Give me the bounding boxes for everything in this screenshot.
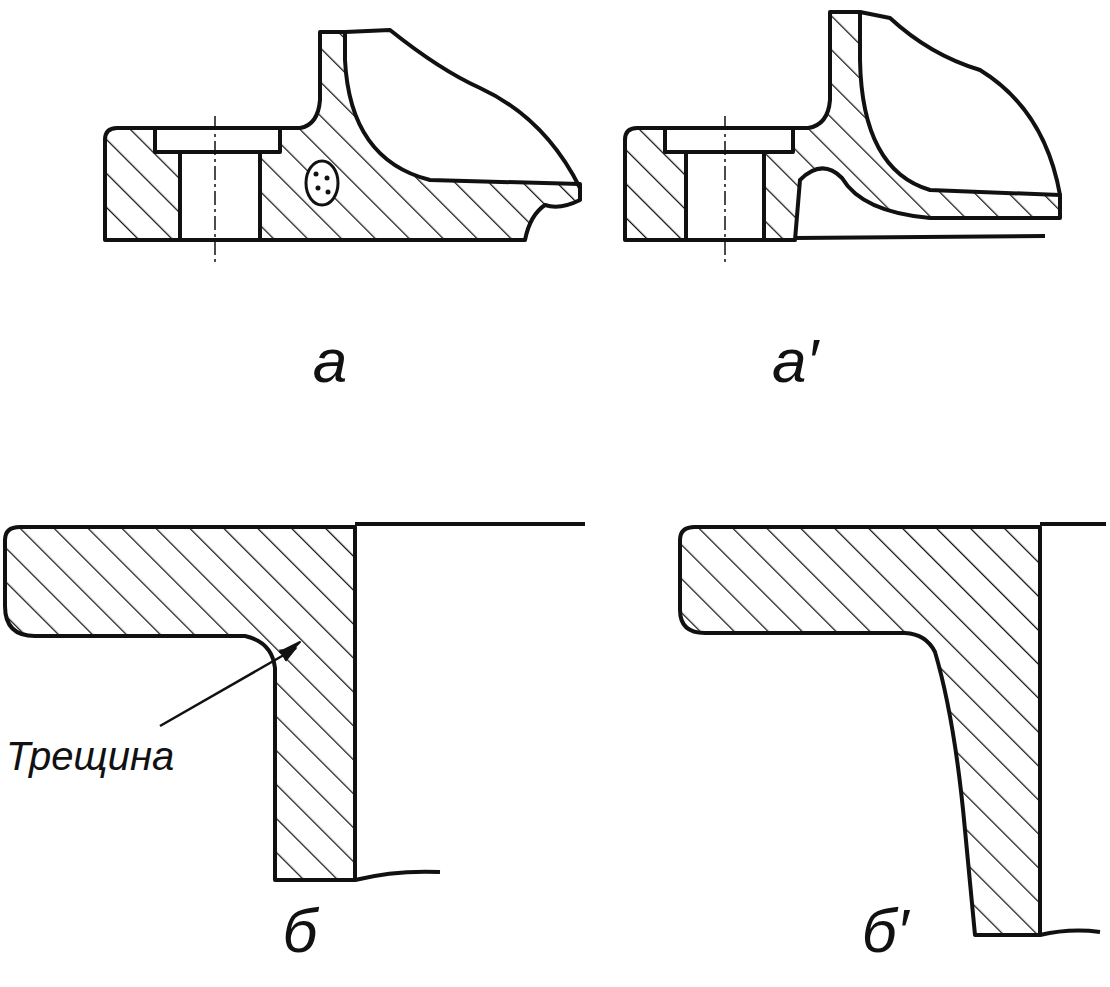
figure-letter: б′ (862, 900, 909, 962)
shrink-pore (306, 161, 338, 205)
counterbore-a-prime (665, 128, 793, 152)
pore-dots (314, 172, 331, 195)
callout-label: Трещина (6, 736, 174, 776)
top-line-b-prime (1040, 522, 1106, 526)
figure-letter: а′ (772, 330, 818, 392)
cavity-outline-a-prime (860, 12, 1060, 195)
crack (280, 642, 300, 656)
axis-a (214, 116, 216, 264)
figure-letter: а (313, 330, 347, 392)
break-line-b (355, 872, 440, 880)
leader-line (160, 648, 296, 726)
section-b-prime (680, 527, 1040, 935)
section-a-prime (625, 12, 1060, 240)
figure-letter: б (283, 900, 318, 962)
break-line-b-prime (1040, 931, 1100, 935)
counterbore-a (155, 128, 280, 152)
bolt-hole-a (180, 152, 260, 240)
section-a (105, 32, 580, 240)
base-line-a-prime (795, 236, 1045, 238)
section-b (5, 527, 355, 880)
top-line-b (355, 522, 585, 526)
axis-a-prime (724, 116, 726, 264)
cavity-outline-a (345, 30, 580, 188)
